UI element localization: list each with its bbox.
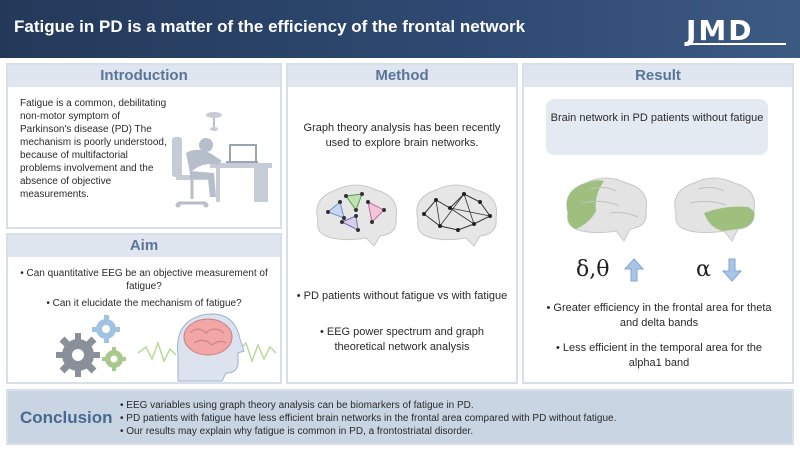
method-panel: Method Graph theory analysis has been re…: [286, 63, 518, 384]
alpha-label: α: [696, 257, 711, 282]
conclusion-list: • EEG variables using graph theory analy…: [120, 399, 780, 438]
introduction-panel: Introduction Fatigue is a common, debili…: [6, 63, 282, 229]
aim-panel: Aim • Can quantitative EEG be an objecti…: [6, 233, 282, 384]
gears-icon: [56, 315, 126, 377]
introduction-heading: Introduction: [8, 65, 280, 87]
list-item: • Can quantitative EEG be an objective m…: [20, 268, 268, 292]
aim-list: • Can quantitative EEG be an objective m…: [18, 267, 270, 314]
result-bullet-1: • Greater efficiency in the frontal area…: [546, 302, 772, 329]
introduction-text: Fatigue is a common, debilitating non-mo…: [20, 98, 167, 200]
arrow-up-icon: [623, 258, 645, 282]
brain-network-graph-icon: [416, 184, 498, 247]
journal-logo: JMD: [686, 14, 754, 47]
list-item: • Our results may explain why fatigue is…: [120, 426, 474, 437]
delta-theta-label: δ,θ: [576, 257, 610, 282]
result-subtitle-box: Brain network in PD patients without fat…: [546, 99, 768, 155]
brain-frontal-highlight-icon: [566, 177, 648, 242]
header-bar: Fatigue in PD is a matter of the efficie…: [0, 0, 800, 58]
arrow-down-icon: [721, 258, 743, 282]
conclusion-panel: Conclusion • EEG variables using graph t…: [6, 389, 794, 445]
brain-network-colored-icon: [316, 184, 398, 247]
list-item: • PD patients with fatigue have less eff…: [120, 413, 617, 424]
fatigued-person-at-desk-icon: [172, 112, 272, 208]
brain-temporal-highlight-icon: [674, 177, 756, 242]
result-panel: Result Brain network in PD patients with…: [522, 63, 794, 384]
page-title: Fatigue in PD is a matter of the efficie…: [14, 17, 526, 36]
head-brain-eeg-icon: [137, 313, 277, 382]
list-item: • Can it elucidate the mechanism of fati…: [46, 298, 242, 309]
method-bullet-1: • PD patients without fatigue vs with fa…: [296, 290, 508, 302]
result-heading: Result: [524, 65, 792, 87]
method-heading: Method: [288, 65, 516, 87]
method-bullet-2: • EEG power spectrum and graph theoretic…: [319, 326, 485, 353]
list-item: • EEG variables using graph theory analy…: [120, 400, 474, 411]
method-intro-text: Graph theory analysis has been recently …: [303, 122, 501, 149]
result-bullet-2: • Less efficient in the temporal area fo…: [555, 342, 763, 369]
conclusion-heading: Conclusion: [20, 408, 113, 427]
logo-underline: [686, 43, 786, 45]
aim-heading: Aim: [8, 235, 280, 257]
